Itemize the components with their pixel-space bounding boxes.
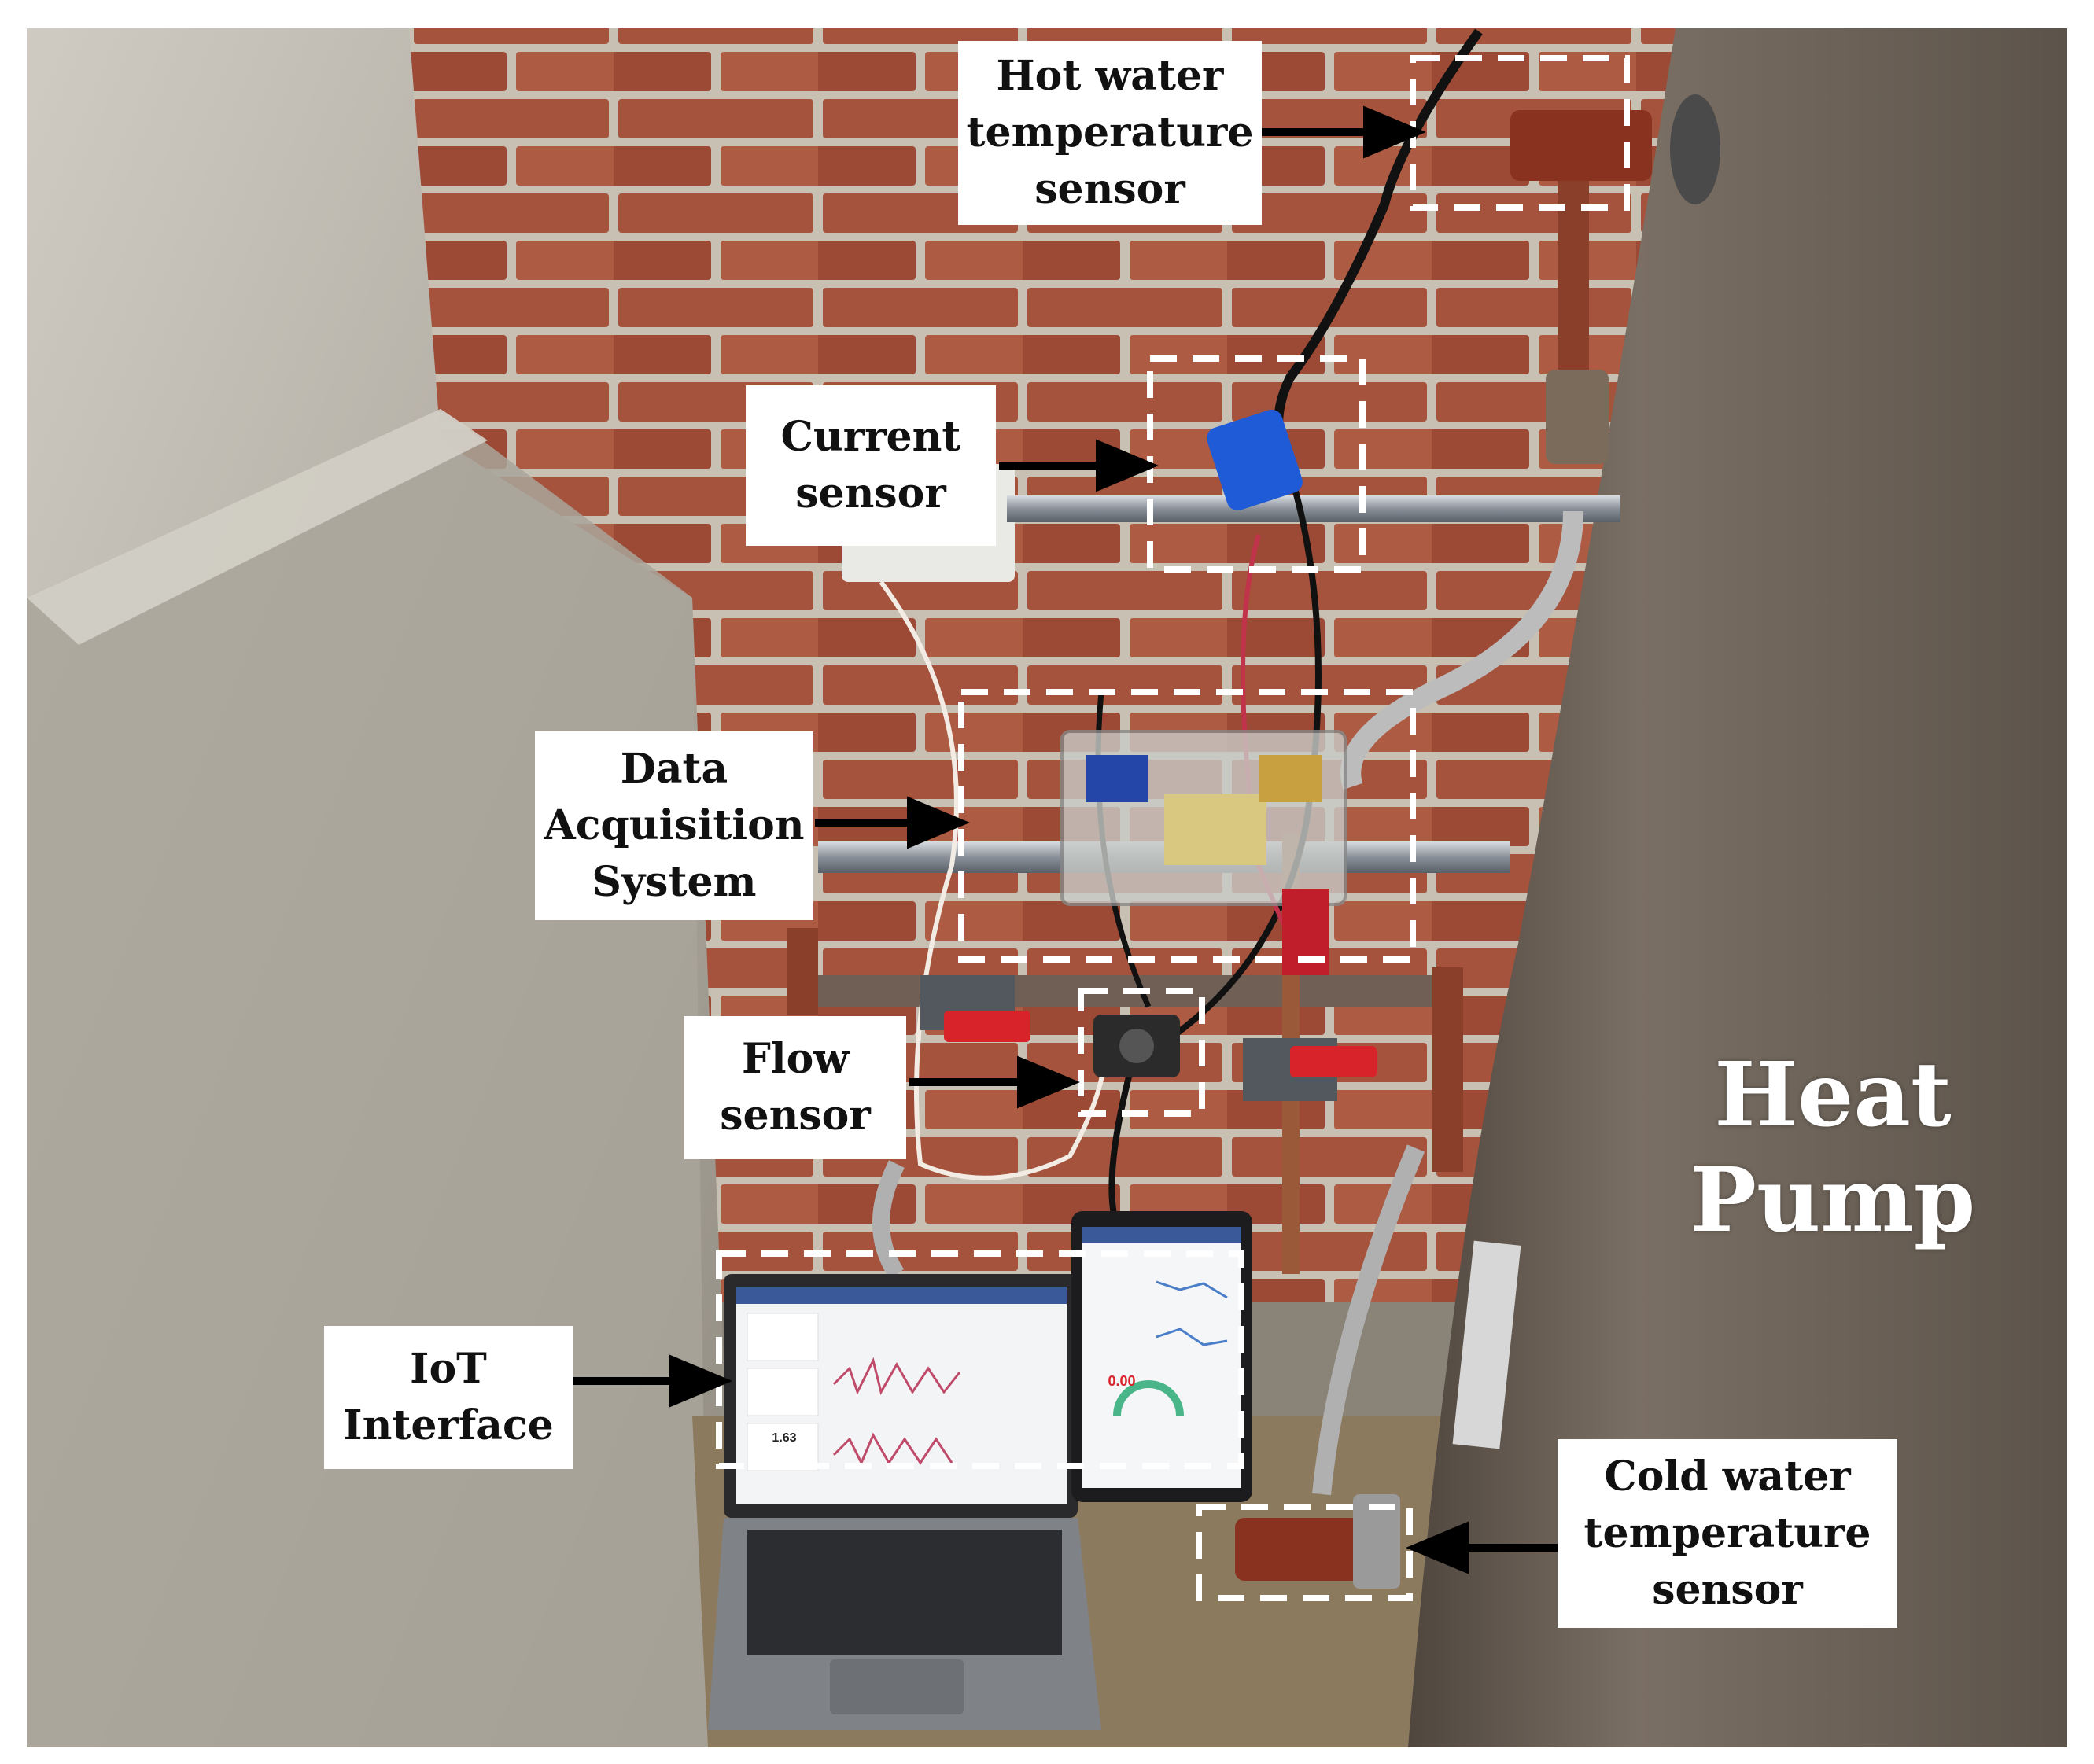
current-sensor-label: Current sensor bbox=[746, 385, 996, 546]
valve-handle-left bbox=[944, 1011, 1030, 1042]
flow-sensor-label: Flow sensor bbox=[684, 1016, 906, 1159]
iot-interface-box bbox=[716, 1250, 1244, 1469]
heat-pump-label: Heat Pump bbox=[1690, 1044, 1976, 1252]
iot-interface-label: IoT Interface bbox=[324, 1326, 573, 1469]
laptop-reading: 1.63 bbox=[772, 1431, 797, 1445]
cold-water-sensor-label: Cold water temperature sensor bbox=[1558, 1439, 1897, 1628]
flow-sensor-box bbox=[1078, 988, 1205, 1117]
hot-water-sensor-label: Hot water temperature sensor bbox=[958, 41, 1262, 225]
daq-box bbox=[958, 689, 1416, 963]
laptop-touchpad bbox=[830, 1659, 964, 1714]
heat-pump-tank bbox=[1408, 28, 2067, 1747]
hot-water-fitting bbox=[1510, 110, 1652, 181]
laptop-keyboard bbox=[747, 1530, 1062, 1655]
cold-water-sensor-box bbox=[1196, 1504, 1413, 1601]
tablet-screen bbox=[1082, 1227, 1241, 1488]
daq-label: Data Acquisition System bbox=[535, 731, 813, 920]
current-sensor-clamp bbox=[1207, 409, 1303, 511]
tablet-reading: 0.00 bbox=[1108, 1373, 1136, 1389]
upper-pipe bbox=[1007, 495, 1620, 522]
valve-handle-right bbox=[1290, 1046, 1377, 1077]
cold-water-fitting bbox=[1235, 1518, 1361, 1581]
tank-panel bbox=[1452, 1240, 1521, 1449]
